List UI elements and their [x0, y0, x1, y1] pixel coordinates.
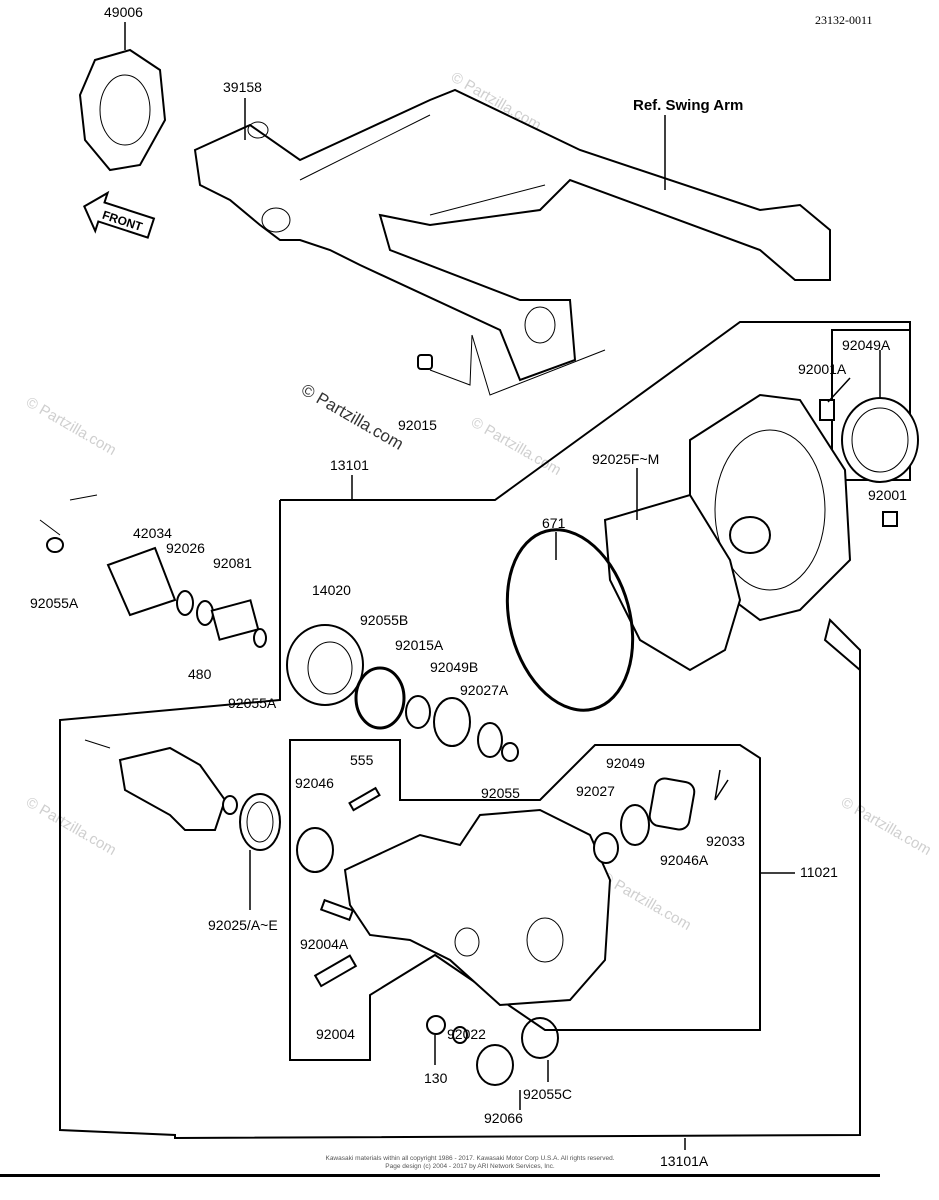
label-92055A[interactable]: 92055A	[30, 595, 79, 611]
label-92015A[interactable]: 92015A	[395, 637, 444, 653]
label-92001A[interactable]: 92001A	[798, 361, 847, 377]
label-92026[interactable]: 92026	[166, 540, 205, 556]
label-49006[interactable]: 49006	[104, 4, 143, 20]
ref-swing-arm-label: Ref. Swing Arm	[633, 97, 743, 114]
copyright-line-1: Kawasaki materials within all copyright …	[325, 1155, 614, 1162]
label-92004A[interactable]: 92004A	[300, 936, 349, 952]
label-92001[interactable]: 92001	[868, 487, 907, 503]
pinion-gear-drawing	[84, 739, 281, 851]
label-14020[interactable]: 14020	[312, 582, 351, 598]
label-11021[interactable]: 11021	[800, 864, 838, 880]
label-92025A-E[interactable]: 92025/A~E	[208, 917, 278, 933]
label-92046[interactable]: 92046	[295, 775, 334, 791]
label-92055[interactable]: 92055	[481, 785, 520, 801]
label-92033[interactable]: 92033	[706, 833, 745, 849]
gasket-92025FM	[603, 493, 742, 672]
watermark: © Partzilla.com	[23, 394, 119, 459]
label-42034[interactable]: 42034	[133, 525, 172, 541]
diagram-code: 23132-0011	[815, 13, 873, 27]
label-555[interactable]: 555	[350, 752, 374, 768]
label-13101A[interactable]: 13101A	[660, 1153, 709, 1169]
label-92049[interactable]: 92049	[606, 755, 645, 771]
label-92066[interactable]: 92066	[484, 1110, 523, 1126]
watermark-main: © Partzilla.com	[298, 380, 407, 454]
front-arrow: FRONT	[83, 190, 156, 239]
watermark: © Partzilla.com	[23, 794, 119, 859]
label-92049A[interactable]: 92049A	[842, 337, 891, 353]
label-92025F-M[interactable]: 92025F~M	[592, 451, 659, 467]
label-92022[interactable]: 92022	[447, 1026, 486, 1042]
assembly-13101-outline	[59, 500, 861, 1140]
label-92046A[interactable]: 92046A	[660, 852, 709, 868]
label-92004[interactable]: 92004	[316, 1026, 355, 1042]
part-labels: 49006 39158 92015 13101 92049A 92001A 92…	[30, 4, 907, 1169]
shaft-parts-drawing	[39, 494, 519, 762]
housing-drawing	[249, 769, 729, 1110]
label-92049B[interactable]: 92049B	[430, 659, 478, 675]
copyright-line-2: Page design (c) 2004 - 2017 by ARI Netwo…	[385, 1163, 555, 1170]
part-49006-drawing	[78, 22, 167, 172]
label-671[interactable]: 671	[542, 515, 566, 531]
watermark: © Partzilla.com	[838, 794, 934, 859]
o-ring-92055C	[521, 1017, 559, 1059]
label-92027A[interactable]: 92027A	[460, 682, 509, 698]
label-92055C[interactable]: 92055C	[523, 1086, 572, 1102]
label-130[interactable]: 130	[424, 1070, 448, 1086]
o-ring-671	[505, 528, 635, 712]
swing-arm-drawing	[193, 88, 831, 396]
label-92081[interactable]: 92081	[213, 555, 252, 571]
label-39158[interactable]: 39158	[223, 79, 262, 95]
label-13101[interactable]: 13101	[330, 457, 369, 473]
footer-rule	[0, 1174, 880, 1177]
label-92015[interactable]: 92015	[398, 417, 437, 433]
watermark: © Partzilla.com	[468, 414, 564, 479]
label-92055B[interactable]: 92055B	[360, 612, 408, 628]
watermark: © Partzilla.com	[598, 869, 694, 934]
label-480[interactable]: 480	[188, 666, 212, 682]
label-92027[interactable]: 92027	[576, 783, 615, 799]
assembly-11021-outline	[289, 739, 761, 1061]
label-92055A-2[interactable]: 92055A	[228, 695, 277, 711]
o-ring-92055B	[354, 666, 406, 730]
